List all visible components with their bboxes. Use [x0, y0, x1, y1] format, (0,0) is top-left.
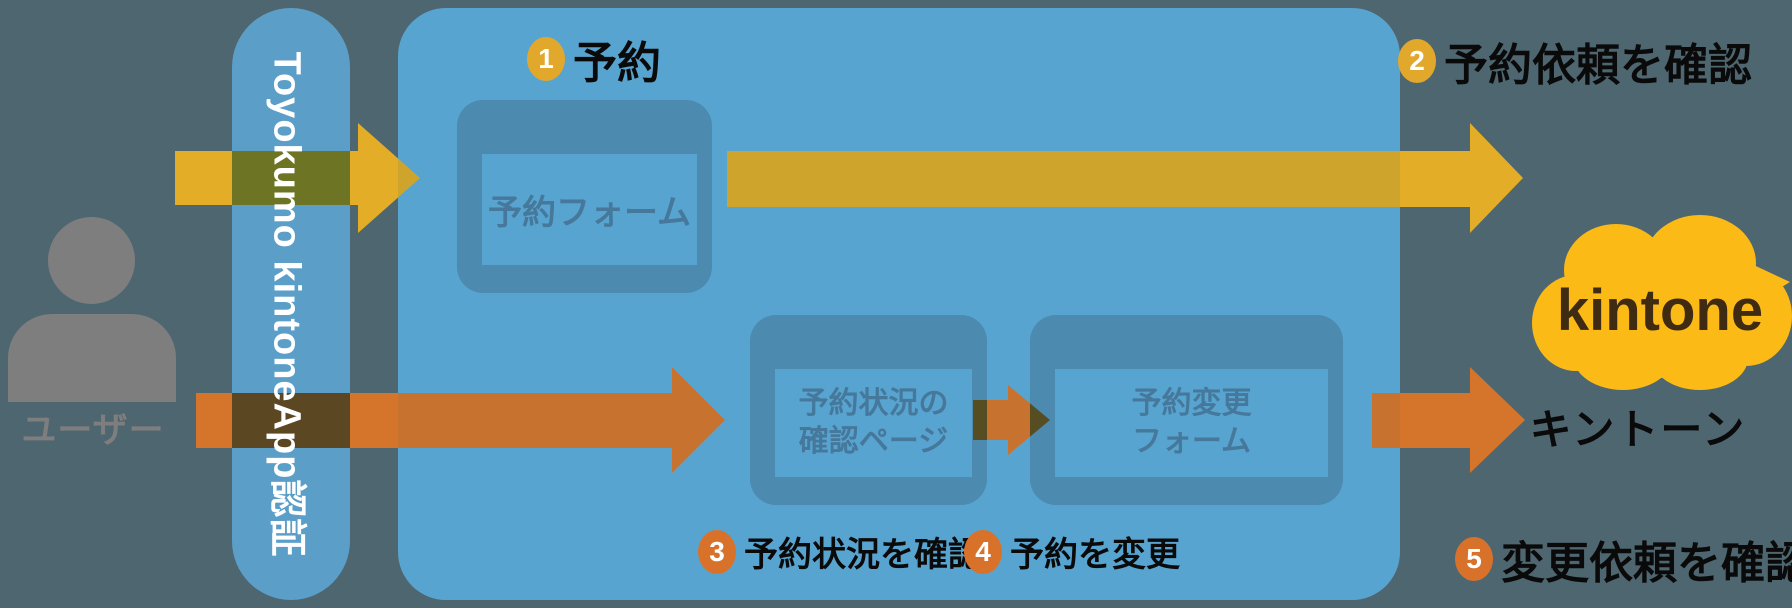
change-form-screen: 予約変更 フォーム [1055, 369, 1328, 477]
step-3: 3 予約状況を確認 [698, 527, 982, 576]
kintone-cloud-label: kintone [1557, 278, 1763, 343]
step-4-label: 予約を変更 [1010, 536, 1180, 574]
change-form-window: 予約変更 フォーム [1030, 315, 1343, 505]
user-icon-head [48, 217, 135, 304]
step-1-badge: 1 [527, 37, 565, 81]
auth-gateway-pill [232, 8, 350, 600]
status-page-window: 予約状況の 確認ページ [750, 315, 987, 505]
change-form-label-line1: 予約変更 [1131, 387, 1252, 420]
step-5-badge: 5 [1455, 537, 1493, 581]
user-label: ユーザー [21, 411, 165, 450]
change-form-label-line2: フォーム [1131, 425, 1252, 458]
status-page-label-line1: 予約状況の [798, 387, 949, 420]
step-3-badge: 3 [698, 529, 736, 574]
step-3-label: 予約状況を確認 [744, 536, 982, 574]
kintone-cloud-icon: kintone [1532, 215, 1792, 390]
reservation-form-window: 予約フォーム [457, 100, 712, 293]
reservation-form-screen: 予約フォーム [482, 154, 697, 265]
status-page-screen: 予約状況の 確認ページ [775, 369, 972, 477]
step-4-badge: 4 [964, 529, 1002, 574]
kintone-name-label: キントーン [1529, 406, 1747, 453]
step-1-label: 予約 [573, 39, 661, 88]
system-box [398, 8, 1400, 600]
step-5: 5 変更依頼を確認 [1455, 527, 1792, 591]
user-icon-body [8, 314, 176, 402]
step-2: 2 予約依頼を確認 [1398, 29, 1752, 93]
step-1: 1 予約 [527, 27, 661, 91]
reservation-form-label: 予約フォーム [488, 194, 691, 232]
step-5-label: 変更依頼を確認 [1501, 539, 1792, 588]
status-page-label-line2: 確認ページ [798, 425, 949, 458]
step-4: 4 予約を変更 [964, 527, 1180, 576]
step-2-badge: 2 [1398, 39, 1436, 83]
step-2-label: 予約依頼を確認 [1444, 41, 1752, 90]
